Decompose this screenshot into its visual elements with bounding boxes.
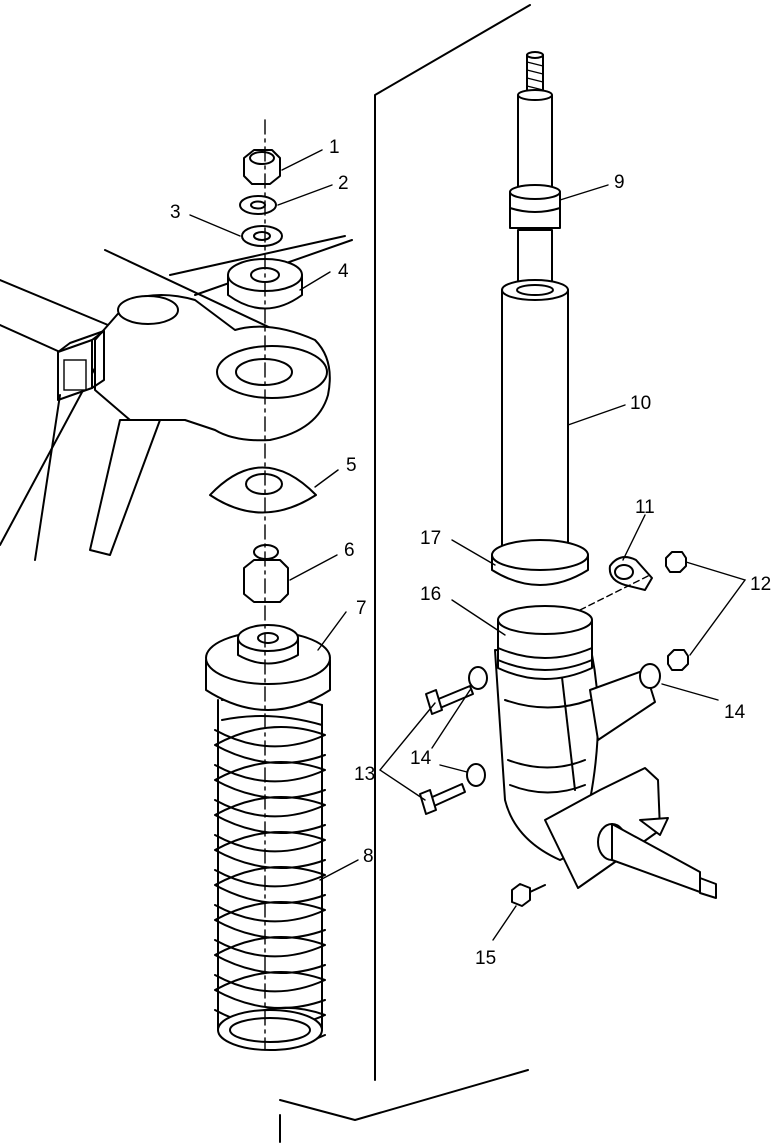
callout-16: 16 <box>420 584 441 605</box>
part-17-flange <box>491 539 589 586</box>
callout-12: 12 <box>750 574 771 595</box>
callout-10: 10 <box>630 393 651 414</box>
part-11-clamp <box>608 556 653 591</box>
part-14-washers <box>466 663 661 787</box>
part-9-10-strut <box>501 51 569 556</box>
callout-1: 1 <box>329 137 340 158</box>
part-12-nuts <box>665 551 689 671</box>
frame-arm <box>0 235 353 561</box>
leader-lines <box>189 149 747 941</box>
part-5-spring-seat <box>209 466 317 514</box>
callout-11: 11 <box>635 497 655 518</box>
callout-3: 3 <box>170 202 181 223</box>
part-7-spring-cap <box>205 624 331 711</box>
callout-labels: 1 2 3 4 5 6 7 8 9 10 11 12 13 14 14 15 1… <box>170 137 771 969</box>
callout-7: 7 <box>356 598 367 619</box>
part-6-nut <box>243 544 289 603</box>
callout-9: 9 <box>614 172 625 193</box>
callout-8: 8 <box>363 846 374 867</box>
callout-17: 17 <box>420 528 441 549</box>
callout-14-right: 14 <box>724 702 746 723</box>
knuckle-assembly <box>494 605 717 899</box>
part-2-washer <box>239 195 277 215</box>
part-8-coil-spring <box>214 695 326 1051</box>
part-3-washer <box>241 225 283 247</box>
part-1-nut <box>243 149 281 185</box>
callout-4: 4 <box>338 261 349 282</box>
part-15-bolt <box>511 883 546 907</box>
part-13-bolts <box>419 685 474 815</box>
callout-13: 13 <box>354 764 375 785</box>
callout-2: 2 <box>338 173 349 194</box>
callout-14-left: 14 <box>410 748 432 769</box>
callout-15: 15 <box>475 948 496 969</box>
callout-5: 5 <box>346 455 357 476</box>
callout-6: 6 <box>344 540 355 561</box>
